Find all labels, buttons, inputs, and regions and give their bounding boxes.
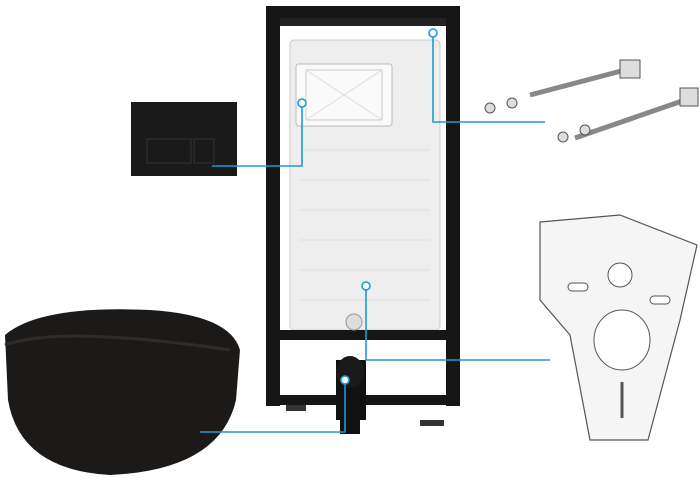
callout-lines xyxy=(200,28,550,433)
wall-hung-toilet xyxy=(4,309,240,475)
flush-plate xyxy=(131,102,237,176)
installation-frame xyxy=(266,6,460,434)
sound-insulation-mat xyxy=(539,214,698,441)
mounting-bolts xyxy=(484,59,699,143)
